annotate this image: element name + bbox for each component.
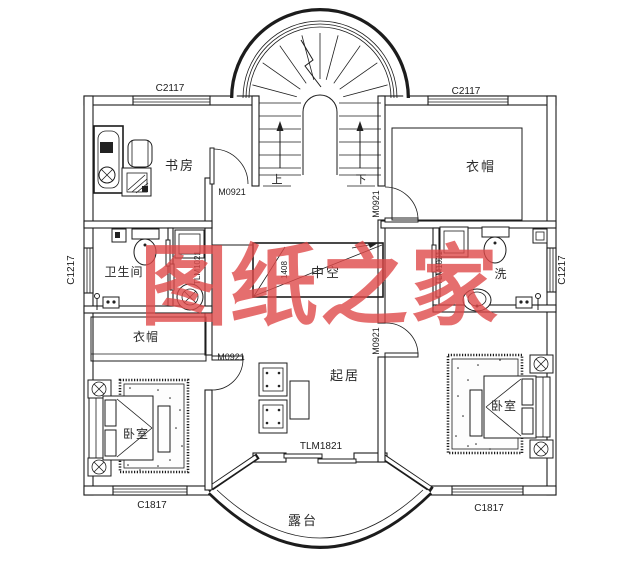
bedroom-right-door [384,322,419,358]
shower-door-left-label: TLM1021 [193,251,202,285]
wash-room-fixtures [439,226,548,312]
bed-bench-right [469,389,483,437]
sink-right [462,288,492,312]
shower-sliding-door-left [165,239,175,291]
desk-chair [127,139,153,168]
labels: 书房 衣帽 卫生间 洗 衣帽 中空 起居 卧室 卧室 露台 上 下 C2117 … [66,83,568,528]
shower-sliding-door-right [431,244,441,298]
terrace-label: 露台 [288,513,318,528]
closet-top-right-label: 衣帽 [466,159,496,174]
terrace-railing [207,489,433,549]
closet-top-right-door [384,186,419,223]
stair-winders [252,33,388,98]
bedroom-right-label: 卧室 [491,398,517,413]
armchair-1 [258,362,288,397]
watermark-text: 图纸之家 [140,240,500,337]
bedroom-left-door-label: M0921 [217,352,245,362]
windows [83,95,557,496]
bed-right [483,375,551,439]
window-top-right [427,95,509,106]
window-left [83,247,94,294]
bedroom-right-furniture [446,353,554,459]
bedroom-left-door [211,355,244,391]
bed-bench-left [157,405,171,453]
void-label: 中空 [311,265,341,280]
nightstand-left-1 [87,379,112,399]
study-label: 书房 [165,158,195,173]
shower-stall-left [174,229,205,311]
closet-top-right-door-label: M0921 [371,190,381,218]
armchair-2 [258,399,288,434]
cabinet-right [532,228,548,244]
window-bottom-right [451,485,524,496]
printer-table [121,167,152,197]
nightstand-right-2 [529,439,554,459]
window-bottom-left-label: C1817 [137,500,167,511]
living-label: 起居 [330,368,360,383]
bedroom-left-label: 卧室 [123,426,149,441]
closet-bottom-left-cabinet [90,316,207,362]
study-door-label: M0921 [218,187,246,197]
stair-down-label: 下 [356,174,367,186]
stair-arrow-up [276,121,284,168]
window-top-left-label: C2117 [156,83,185,94]
window-right [546,247,557,293]
toilet-left [131,228,160,266]
nightstand-right-1 [529,354,554,374]
nightstand-left-2 [87,457,112,477]
stair-arrow-down [356,121,364,168]
doors [165,147,441,464]
wall-cabinet-left [111,228,127,243]
closet-top-right-cabinet [391,127,523,221]
window-top-left [132,95,211,106]
window-top-right-label: C2117 [452,86,481,97]
bedroom-right-door-label: M0921 [371,327,381,355]
void-dimension-label: 1408 [280,261,289,279]
faucet-left [94,293,120,310]
living-room-furniture [258,362,310,434]
bedroom-left-furniture [87,378,190,477]
staircase [230,8,410,187]
terrace-sliding-door [283,453,357,464]
bathroom-label: 卫生间 [104,265,143,279]
shower-door-right-label: TLM1021 [435,251,444,285]
void-area [212,242,384,298]
window-right-label: C1217 [557,255,568,285]
study-furniture [93,125,153,197]
coffee-table [289,380,310,420]
faucet-right [515,293,541,310]
terrace-door-label: TLM1821 [300,441,343,452]
bed-left [88,395,154,461]
bathroom-left-fixtures [94,228,205,311]
study-door [209,147,249,185]
wash-label: 洗 [494,267,507,281]
shower-stall-right [439,226,469,258]
closet-bottom-left-label: 衣帽 [133,329,159,344]
stair-treads [259,102,381,176]
window-left-label: C1217 [66,255,77,285]
stair-up-label: 上 [272,173,283,186]
window-bottom-left [112,485,188,496]
toilet-right [481,226,510,264]
window-bottom-right-label: C1817 [474,503,504,514]
